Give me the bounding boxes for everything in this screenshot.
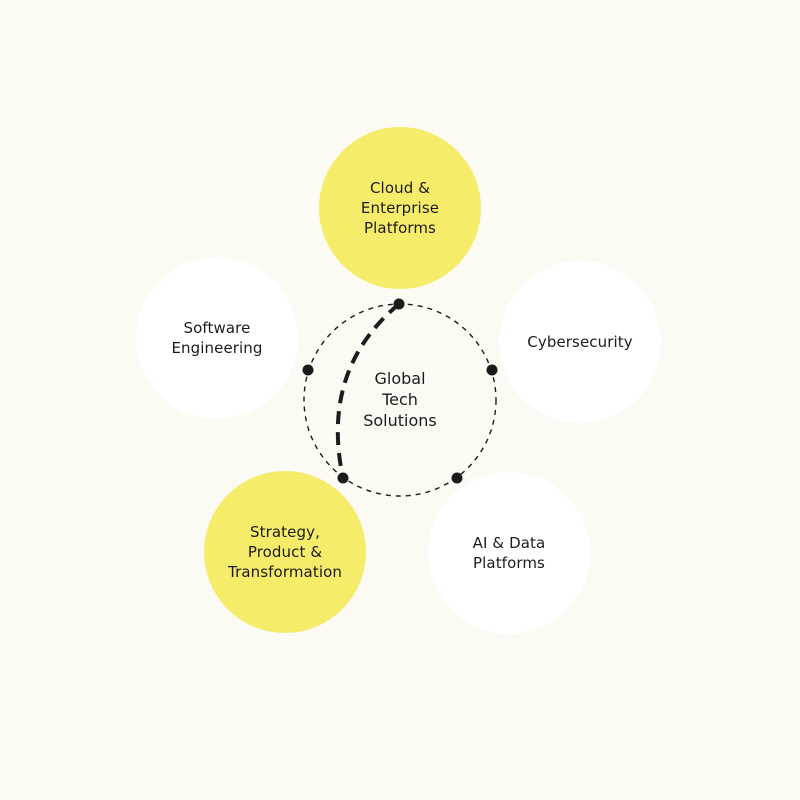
node-cybersecurity: Cybersecurity — [499, 261, 661, 423]
dot-software — [302, 364, 314, 376]
node-ai-label: AI & Data Platforms — [472, 534, 546, 572]
dot-cloud — [393, 298, 405, 310]
node-software-label: Software Engineering — [171, 319, 263, 357]
dot-cyber — [486, 364, 498, 376]
node-cloud-label: Cloud & Enterprise Platforms — [360, 179, 440, 237]
highlight-arc — [335, 302, 401, 479]
center-label: Global Tech Solutions — [363, 369, 437, 430]
dot-ai — [451, 472, 463, 484]
node-ai-data: AI & Data Platforms — [428, 472, 590, 634]
node-software-engineering: Software Engineering — [136, 257, 298, 419]
node-cyber-label: Cybersecurity — [527, 333, 633, 351]
node-strategy-label: Strategy, Product & Transformation — [228, 523, 342, 581]
node-cloud-enterprise: Cloud & Enterprise Platforms — [319, 127, 481, 289]
node-strategy-transformation: Strategy, Product & Transformation — [204, 471, 366, 633]
dot-strategy — [337, 472, 349, 484]
